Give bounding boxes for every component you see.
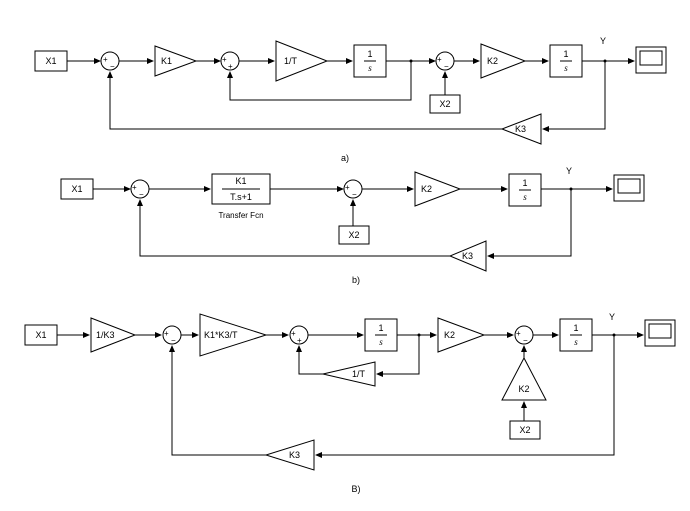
diagram-a: X1 + − K1 + + 1/T 1 s + − X2 [34,36,667,163]
sum-3-plus: + [437,55,442,64]
integrator-den: s [523,192,527,202]
gain-k1[interactable] [154,45,198,77]
gain-k3-label: K3 [289,450,300,460]
sum-2-plus: + [345,183,350,192]
transfer-fcn-num: K1 [235,176,246,186]
disturbance-x2-label: X2 [348,230,359,240]
integrator-1-num: 1 [367,49,372,59]
gain-k3[interactable] [500,113,542,145]
integrator-2-num: 1 [573,323,578,333]
gain-k3-label: K3 [462,251,473,261]
disturbance-x2-label: X2 [439,99,450,109]
integrator-1-num: 1 [378,323,383,333]
gain-inv-k3[interactable] [90,317,137,353]
integrator-2-den: s [564,63,568,73]
gain-inv-k3-label: 1/K3 [96,330,115,340]
gain-k1k3t-label: K1*K3/T [204,330,238,340]
transfer-fcn-caption: Transfer Fcn [218,211,263,220]
sum-2-plus-1: + [222,55,227,64]
scope-b[interactable] [613,174,645,202]
gain-k3-label: K3 [515,124,526,134]
integrator-1-den: s [368,63,372,73]
output-y-label: Y [609,312,615,322]
sum-2-minus: − [352,190,357,199]
scope-c[interactable] [644,319,676,347]
input-x1-label: X1 [71,184,82,194]
sum-2-plus-1: + [291,329,296,338]
sum-1-minus: − [171,336,176,345]
integrator-num: 1 [522,178,527,188]
gain-k2[interactable] [480,43,527,79]
sum-1-plus: + [103,55,108,64]
integrator-1-den: s [379,337,383,347]
input-x1-label: X1 [35,330,46,340]
sum-1-minus: − [139,190,144,199]
caption-c: B) [352,484,361,494]
gain-k3[interactable] [448,240,487,272]
sum-1-minus: − [110,62,115,71]
gain-k3[interactable] [264,439,315,471]
integrator-2-num: 1 [563,49,568,59]
scope-a[interactable] [635,46,667,74]
gain-k1-label: K1 [161,56,172,66]
gain-k2[interactable] [437,317,486,353]
gain-k2-up-label: K2 [518,384,529,394]
transfer-fcn-den: T.s+1 [230,192,252,202]
input-x1-label: X1 [45,56,56,66]
output-y-label: Y [566,166,572,176]
gain-k2-up[interactable] [501,356,547,401]
diagram-b: X1 + − K1 T.s+1 Transfer Fcn + − X2 K2 1… [60,166,645,285]
diagram-c: X1 1/K3 + − K1*K3/T + + 1 s 1/T K2 + − [24,312,676,494]
caption-a: a) [341,153,349,163]
gain-k2-label: K2 [487,56,498,66]
sum-3-minus: − [523,336,528,345]
sum-3-plus: + [516,329,521,338]
gain-k2-label: K2 [421,184,432,194]
gain-inv-t-label: 1/T [352,369,366,379]
disturbance-x2-label: X2 [519,425,530,435]
gain-k1k3t[interactable] [199,313,268,357]
output-y-label: Y [600,36,606,46]
gain-k2[interactable] [414,171,462,207]
gain-k2-label: K2 [444,330,455,340]
sum-2-plus-2: + [297,336,302,345]
sum-1-plus: + [132,183,137,192]
sum-3-minus: − [444,62,449,71]
sum-2-plus-2: + [228,62,233,71]
gain-inv-t[interactable] [322,361,376,387]
gain-inv-t-label: 1/T [284,56,298,66]
caption-b: b) [352,275,360,285]
gain-inv-t[interactable] [275,40,329,82]
sum-1-plus: + [164,329,169,338]
integrator-2-den: s [574,337,578,347]
disturbance-x2-block[interactable] [338,225,370,245]
disturbance-x2-block[interactable] [509,420,541,440]
